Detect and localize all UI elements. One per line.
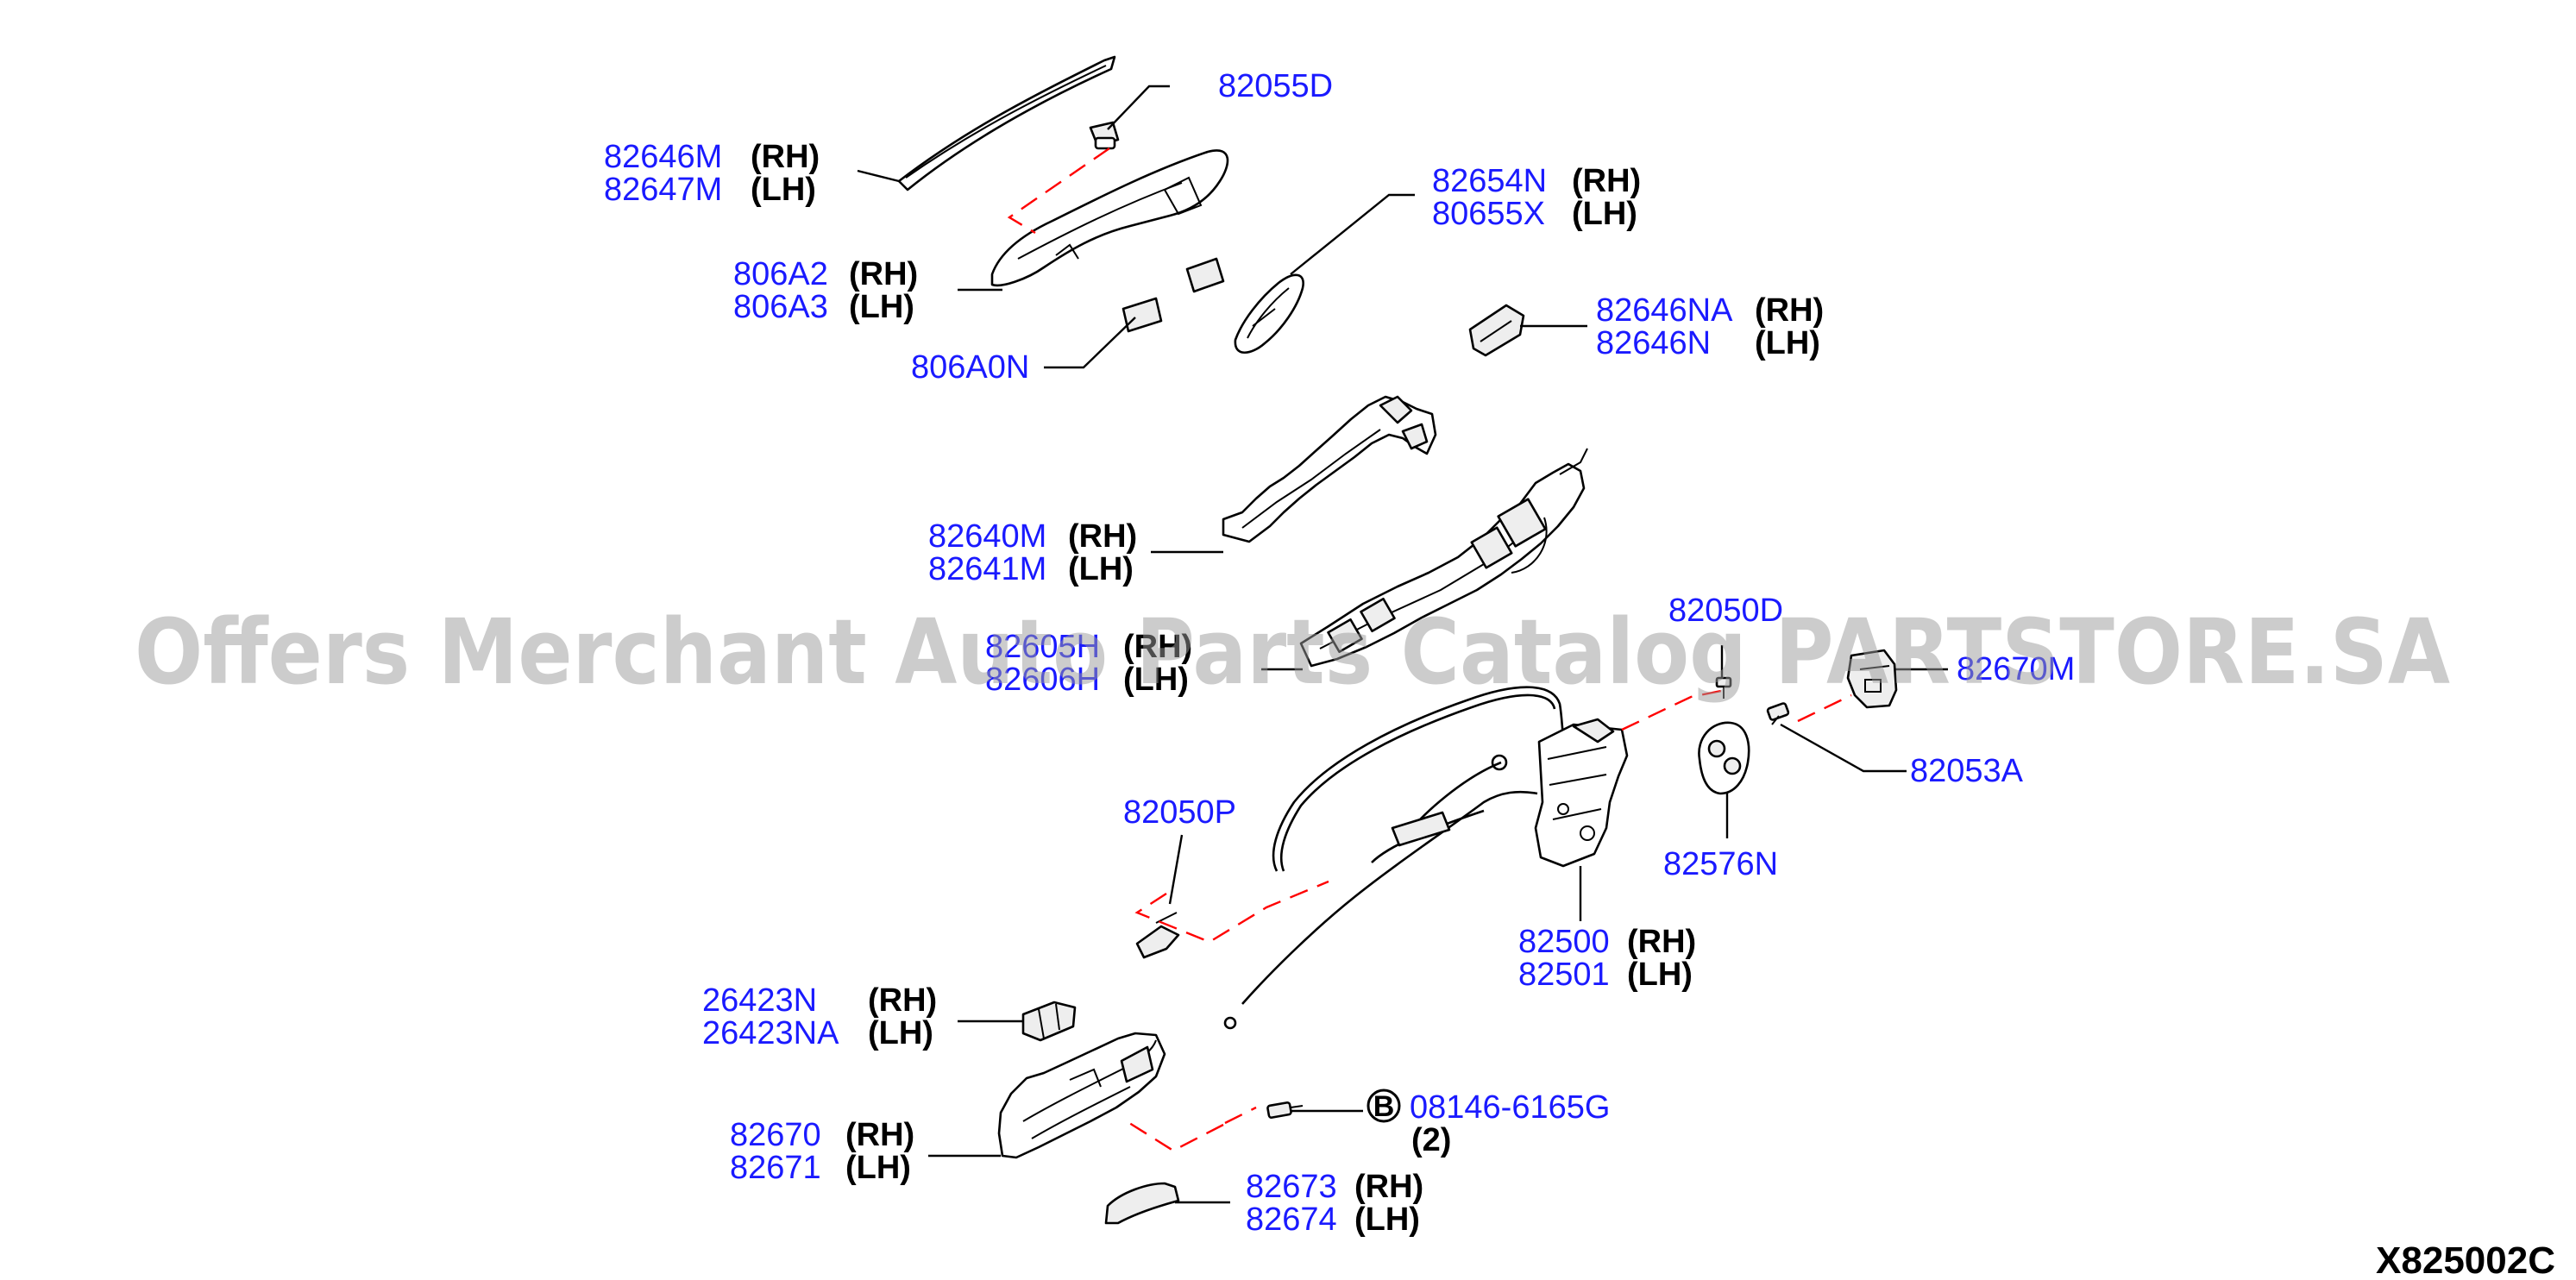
side-rh: (RH) <box>1572 163 1641 199</box>
part-number-82670m: 82670M <box>1957 651 2075 687</box>
side-lh: (LH) <box>849 289 914 325</box>
bolt-badge-letter: B <box>1373 1090 1395 1123</box>
side-lh: (LH) <box>1354 1202 1420 1238</box>
part-number-82673: 82673 <box>1246 1169 1337 1205</box>
callout-82053a[interactable]: 82053A <box>1910 753 2024 789</box>
handle-bracket-82605h-part <box>1299 448 1588 668</box>
callout-806a2[interactable]: 806A2 (RH) 806A3 (LH) <box>733 256 918 325</box>
outside-handle-cover-part <box>990 149 1229 287</box>
outside-handle-82640m-part <box>1222 395 1437 543</box>
part-number-82646n: 82646N <box>1596 325 1711 361</box>
callout-82646m[interactable]: 82646M (RH) 82647M (LH) <box>604 139 820 208</box>
callout-806a0n[interactable]: 806A0N <box>911 349 1029 386</box>
side-lh: (LH) <box>868 1015 933 1051</box>
side-lh: (LH) <box>1123 662 1189 698</box>
callout-82670[interactable]: 82670 (RH) 82671 (LH) <box>730 1117 914 1186</box>
side-lh: (LH) <box>1755 325 1820 361</box>
clip-82055d-part <box>1089 121 1120 150</box>
part-number-82646m: 82646M <box>604 139 722 175</box>
callout-82576n[interactable]: 82576N <box>1663 846 1778 882</box>
part-number-82606h: 82606H <box>985 662 1100 698</box>
callout-08146-6165g[interactable]: B 08146-6165G (2) <box>1367 1089 1610 1158</box>
part-number-82647m: 82647M <box>604 172 722 208</box>
part-number-82501: 82501 <box>1518 957 1610 993</box>
side-rh: (RH) <box>1755 292 1824 329</box>
part-number-26423na: 26423NA <box>702 1015 839 1051</box>
door-lock-actuator-82500-part <box>1534 718 1629 868</box>
part-number-82641m: 82641M <box>928 551 1046 587</box>
callout-82605h[interactable]: 82605H (RH) 82606H (LH) <box>985 629 1192 698</box>
side-rh: (RH) <box>1627 924 1696 960</box>
part-number-82670: 82670 <box>730 1117 821 1153</box>
callout-82646na[interactable]: 82646NA (RH) 82646N (LH) <box>1596 292 1824 361</box>
part-number-82671: 82671 <box>730 1150 821 1186</box>
screw-08146-part <box>1266 1101 1304 1119</box>
rod-cable-part <box>1223 686 1570 1030</box>
part-number-82055d: 82055D <box>1218 68 1333 104</box>
assembly-guide-lines <box>1007 147 1852 1152</box>
side-lh: (LH) <box>1572 196 1637 232</box>
callout-82670m[interactable]: 82670M <box>1957 651 2075 687</box>
side-lh: (LH) <box>845 1150 911 1186</box>
side-rh: (RH) <box>1123 629 1192 665</box>
gasket-82654n-part <box>1234 273 1304 355</box>
side-rh: (RH) <box>1068 518 1137 555</box>
part-number-82050p: 82050P <box>1123 794 1236 831</box>
clip-806a0n-part <box>1122 257 1225 333</box>
quantity: (2) <box>1411 1122 1451 1158</box>
side-rh: (RH) <box>751 139 820 175</box>
callout-82654n[interactable]: 82654N (RH) 80655X (LH) <box>1432 163 1641 232</box>
callout-82050d[interactable]: 82050D <box>1668 593 1783 629</box>
diagram-code: X825002C <box>2376 1239 2555 1280</box>
lamp-26423n-part <box>1021 1001 1077 1042</box>
part-number-82500: 82500 <box>1518 924 1610 960</box>
part-number-82646na: 82646NA <box>1596 292 1733 329</box>
striker-82670m-part <box>1846 649 1898 709</box>
handle-cover-strip-part <box>897 55 1116 191</box>
callout-82055d[interactable]: 82055D <box>1218 68 1333 104</box>
part-number-08146-6165g: 08146-6165G <box>1410 1089 1610 1126</box>
side-lh: (LH) <box>1068 551 1134 587</box>
part-number-82640m: 82640M <box>928 518 1046 555</box>
part-number-82053a: 82053A <box>1910 753 2024 789</box>
side-rh: (RH) <box>845 1117 914 1153</box>
side-rh: (RH) <box>868 982 937 1019</box>
escutcheon-82673-part <box>1104 1182 1180 1225</box>
part-number-80655x: 80655X <box>1432 196 1545 232</box>
escutcheon-82646na-part <box>1468 304 1525 357</box>
callout-82050p[interactable]: 82050P <box>1123 794 1236 831</box>
watermark-text: Offers Merchant Auto Parts Catalog PARTS… <box>135 599 2450 705</box>
part-number-806a2: 806A2 <box>733 256 828 292</box>
clip-82050p-part <box>1135 912 1180 959</box>
callout-82640m[interactable]: 82640M (RH) 82641M (LH) <box>928 518 1137 587</box>
part-number-82674: 82674 <box>1246 1202 1337 1238</box>
part-number-82050d: 82050D <box>1668 593 1783 629</box>
part-number-82654n: 82654N <box>1432 163 1547 199</box>
screw-82050d-part <box>1715 676 1732 699</box>
part-number-806a3: 806A3 <box>733 289 828 325</box>
callout-82500[interactable]: 82500 (RH) 82501 (LH) <box>1518 924 1696 993</box>
side-lh: (LH) <box>751 172 816 208</box>
side-rh: (RH) <box>849 256 918 292</box>
side-rh: (RH) <box>1354 1169 1423 1205</box>
leader-lines <box>857 85 1948 1204</box>
part-number-82605h: 82605H <box>985 629 1100 665</box>
callout-26423n[interactable]: 26423N (RH) 26423NA (LH) <box>702 982 937 1051</box>
part-number-806a0n: 806A0N <box>911 349 1029 386</box>
part-number-82576n: 82576N <box>1663 846 1778 882</box>
bolt-82053a-part <box>1766 702 1790 725</box>
part-number-26423n: 26423N <box>702 982 817 1019</box>
bolt-badge-circle <box>1367 1089 1401 1123</box>
shim-82576n-part <box>1698 721 1750 795</box>
callout-82673[interactable]: 82673 (RH) 82674 (LH) <box>1246 1169 1423 1238</box>
inside-handle-82670-part <box>997 1032 1166 1159</box>
side-lh: (LH) <box>1627 957 1693 993</box>
